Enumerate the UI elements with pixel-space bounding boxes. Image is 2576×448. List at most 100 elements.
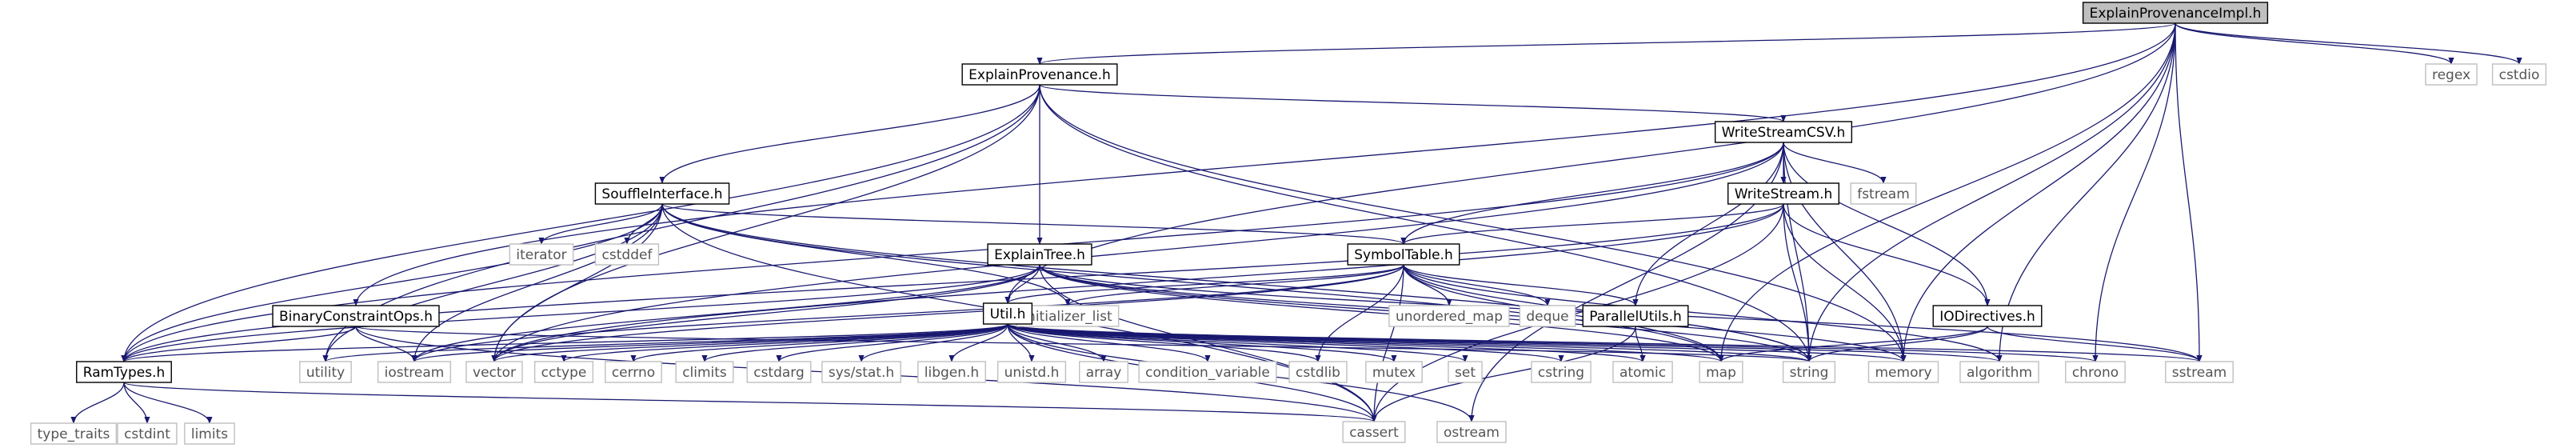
- node-label-mutex: mutex: [1372, 365, 1416, 381]
- node-label-et: ExplainTree.h: [994, 247, 1085, 263]
- node-st[interactable]: SymbolTable.h: [1347, 243, 1460, 266]
- node-libgen: libgen.h: [917, 361, 986, 383]
- node-label-iostream: iostream: [385, 365, 445, 381]
- edge-ws-to-vector: [491, 203, 1784, 362]
- edge-util-to-cstdarg: [776, 323, 1008, 362]
- node-limits: limits: [184, 422, 235, 445]
- edge-root-to-regex: [2175, 22, 2454, 65]
- edge-root-to-util: [1004, 22, 2176, 304]
- edge-rt-to-typetraits: [70, 382, 125, 424]
- node-label-limits: limits: [191, 426, 228, 442]
- node-label-pu: ParallelUtils.h: [1589, 309, 1682, 325]
- edge-ep-to-si: [659, 84, 1040, 184]
- node-iod[interactable]: IODirectives.h: [1932, 305, 2043, 327]
- node-box-libgen: [917, 361, 986, 383]
- edge-util-to-libgen: [949, 323, 1008, 362]
- edge-ws-to-cassert: [1371, 203, 1784, 422]
- node-label-algorithm: algorithm: [1967, 365, 2032, 381]
- edge-root-to-ep: [1036, 22, 2176, 65]
- node-label-rt: RamTypes.h: [83, 365, 166, 381]
- node-box-iod: [1932, 305, 2043, 327]
- edge-bco-to-rt: [121, 326, 357, 362]
- node-label-ostream: ostream: [1444, 425, 1500, 441]
- node-box-cstdint: [117, 422, 178, 445]
- edge-st-to-vector: [491, 264, 1404, 362]
- edge-et-to-vector: [491, 264, 1040, 362]
- edge-util-to-chrono: [1007, 323, 2099, 362]
- node-box-et: [987, 243, 1092, 266]
- node-label-cstdint: cstdint: [124, 426, 170, 442]
- edge-ws-to-iod: [1783, 203, 1991, 306]
- edge-util-to-sysstat: [858, 323, 1008, 362]
- node-label-wscsv: WriteStreamCSV.h: [1722, 125, 1846, 141]
- node-cstdint: cstdint: [117, 422, 178, 445]
- edge-util-to-unistd: [1007, 323, 1035, 362]
- node-label-array: array: [1086, 365, 1122, 381]
- node-label-regex: regex: [2432, 67, 2470, 83]
- edge-st-to-initlist: [1064, 264, 1404, 306]
- edge-et-to-iostream: [411, 264, 1040, 362]
- node-box-ostream: [1436, 421, 1507, 443]
- node-box-string: [1782, 361, 1836, 383]
- node-wscsv[interactable]: WriteStreamCSV.h: [1714, 121, 1853, 143]
- node-label-umap: unordered_map: [1396, 309, 1503, 325]
- edge-st-to-iostream: [411, 264, 1404, 362]
- edge-wscsv-to-string: [1783, 142, 1812, 362]
- edge-et-to-rt: [121, 264, 1040, 362]
- node-label-ws: WriteStream.h: [1735, 186, 1833, 202]
- edge-util-to-condvar: [1007, 323, 1211, 362]
- node-box-climits: [675, 361, 734, 383]
- node-rt[interactable]: RamTypes.h: [76, 361, 172, 383]
- edge-si-to-vector: [491, 203, 663, 362]
- node-box-map: [1699, 361, 1743, 383]
- edge-si-to-map: [661, 203, 1724, 362]
- node-umap: unordered_map: [1388, 305, 1510, 327]
- edge-root-to-chrono: [2092, 22, 2176, 362]
- edge-util-to-set: [1007, 323, 1468, 362]
- edge-root-to-bco: [353, 22, 2176, 306]
- node-si[interactable]: SouffleInterface.h: [594, 182, 730, 205]
- edge-util-to-iostream: [411, 323, 1008, 362]
- node-label-vector: vector: [473, 365, 516, 381]
- node-box-set: [1448, 361, 1483, 383]
- node-label-util: Util.h: [990, 306, 1026, 322]
- node-util[interactable]: Util.h: [982, 302, 1033, 325]
- node-label-iod: IODirectives.h: [1939, 309, 2035, 325]
- node-algorithm: algorithm: [1959, 361, 2039, 383]
- node-label-unistd: unistd.h: [1004, 365, 1060, 381]
- node-box-bco: [272, 305, 440, 327]
- node-pu[interactable]: ParallelUtils.h: [1582, 305, 1689, 327]
- node-label-utility: utility: [306, 365, 345, 381]
- edge-root-to-memory: [1900, 22, 2176, 362]
- edge-pu-to-cassert: [1371, 326, 1636, 422]
- node-label-root: ExplainProvenanceImpl.h: [2090, 6, 2262, 22]
- node-label-libgen: libgen.h: [925, 365, 979, 381]
- node-cstddef: cstddef: [594, 243, 660, 266]
- edge-bco-to-iostream: [355, 326, 417, 362]
- node-box-util: [982, 302, 1033, 325]
- node-label-cstdarg: cstdarg: [753, 365, 805, 381]
- edge-wscsv-to-rt: [121, 142, 1784, 362]
- node-box-ep: [961, 63, 1118, 86]
- node-label-cctype: cctype: [541, 365, 587, 381]
- edge-si-to-iterator: [538, 203, 663, 245]
- node-ep[interactable]: ExplainProvenance.h: [961, 63, 1118, 86]
- node-label-memory: memory: [1875, 365, 1931, 381]
- edge-util-to-climits: [701, 323, 1008, 362]
- node-bco[interactable]: BinaryConstraintOps.h: [272, 305, 440, 327]
- node-box-iterator: [509, 243, 574, 266]
- node-box-limits: [184, 422, 235, 445]
- node-et[interactable]: ExplainTree.h: [987, 243, 1092, 266]
- node-label-si: SouffleInterface.h: [601, 186, 722, 202]
- node-box-unistd: [996, 361, 1067, 383]
- edge-wscsv-to-memory: [1783, 142, 1907, 362]
- edge-rt-to-cassert: [123, 382, 1377, 422]
- node-label-fstream: fstream: [1857, 186, 1910, 202]
- edges-layer: [70, 22, 2522, 424]
- node-label-climits: climits: [682, 365, 727, 381]
- node-ws[interactable]: WriteStream.h: [1727, 182, 1839, 205]
- node-label-set: set: [1455, 365, 1476, 381]
- edge-st-to-deque: [1403, 264, 1551, 306]
- node-label-initlist: initializer_list: [1023, 309, 1112, 325]
- edge-st-to-pu: [1403, 264, 1639, 306]
